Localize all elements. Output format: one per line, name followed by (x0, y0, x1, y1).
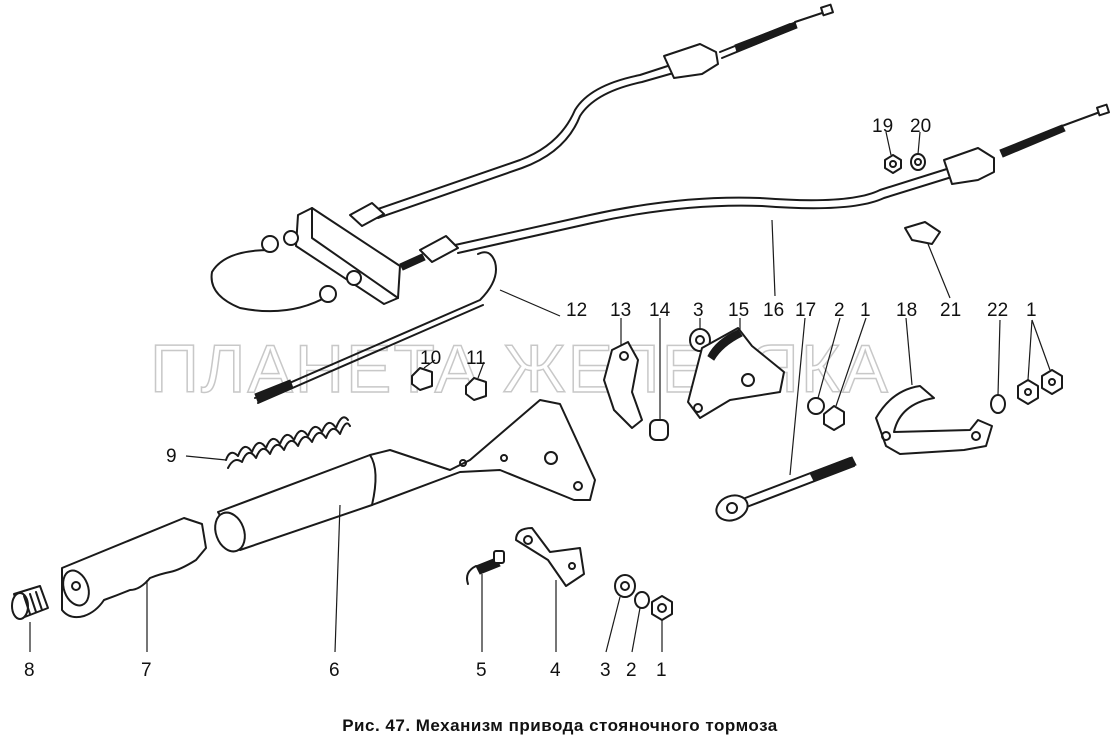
callout-11: 11 (466, 348, 486, 369)
part-13-pawl (603, 341, 643, 429)
callout-20: 20 (910, 116, 931, 137)
callout-6: 6 (329, 660, 340, 681)
part-1-nut-upper (823, 405, 845, 431)
callout-18: 18 (896, 300, 917, 321)
callout-16: 16 (763, 300, 784, 321)
part-1-nut-lower (651, 595, 673, 621)
part-4-link (515, 527, 585, 587)
callout-numbers: 8 7 6 5 4 3 2 1 9 10 11 12 13 14 3 15 16… (24, 116, 1037, 681)
callout-4: 4 (550, 660, 561, 681)
part-2-washer-upper (807, 397, 825, 415)
callout-12: 12 (566, 300, 587, 321)
part-8-knob (11, 585, 49, 620)
callout-10: 10 (420, 348, 441, 369)
part-1-nut-right-b (1041, 369, 1063, 395)
callout-2-upper: 2 (834, 300, 845, 321)
callout-1-lower: 1 (656, 660, 667, 681)
part-1-nut-right-a (1017, 379, 1039, 405)
part-12-rod (254, 251, 497, 404)
part-17-eyebolt (715, 456, 857, 522)
figure-caption: Рис. 47. Механизм привода стояночного то… (342, 716, 778, 735)
callout-1-upper: 1 (860, 300, 871, 321)
part-14-bushing (649, 419, 669, 441)
callout-5: 5 (476, 660, 487, 681)
part-22-washer (990, 394, 1006, 414)
callout-14: 14 (649, 300, 671, 321)
part-9-spring (225, 416, 351, 469)
part-3-washer-lower (614, 574, 636, 598)
callout-17: 17 (795, 300, 816, 321)
callout-1-right: 1 (1026, 300, 1037, 321)
callout-7: 7 (141, 660, 152, 681)
part-2-washer-lower (634, 591, 650, 609)
callout-19: 19 (872, 116, 893, 137)
callout-8: 8 (24, 660, 35, 681)
callout-9: 9 (166, 446, 177, 467)
callout-3-lower: 3 (600, 660, 611, 681)
part-10-pin (411, 367, 433, 391)
part-19-nut (884, 154, 902, 174)
callout-13: 13 (610, 300, 631, 321)
part-18-shoe (875, 385, 993, 455)
callout-2-lower: 2 (626, 660, 637, 681)
part-7-handle-grip (61, 517, 207, 619)
callout-3-upper: 3 (693, 300, 704, 321)
callout-15: 15 (728, 300, 749, 321)
part-11-pin (465, 377, 487, 401)
part-20-washer (910, 153, 926, 171)
part-6-lever (214, 399, 596, 553)
callout-22: 22 (987, 300, 1008, 321)
part-21-clip (904, 221, 941, 245)
callout-21: 21 (940, 300, 961, 321)
part-5-pin (466, 550, 505, 585)
part-15-sector (687, 327, 785, 419)
leader-lines (29, 131, 1051, 653)
part-16-cables (210, 3, 1110, 313)
